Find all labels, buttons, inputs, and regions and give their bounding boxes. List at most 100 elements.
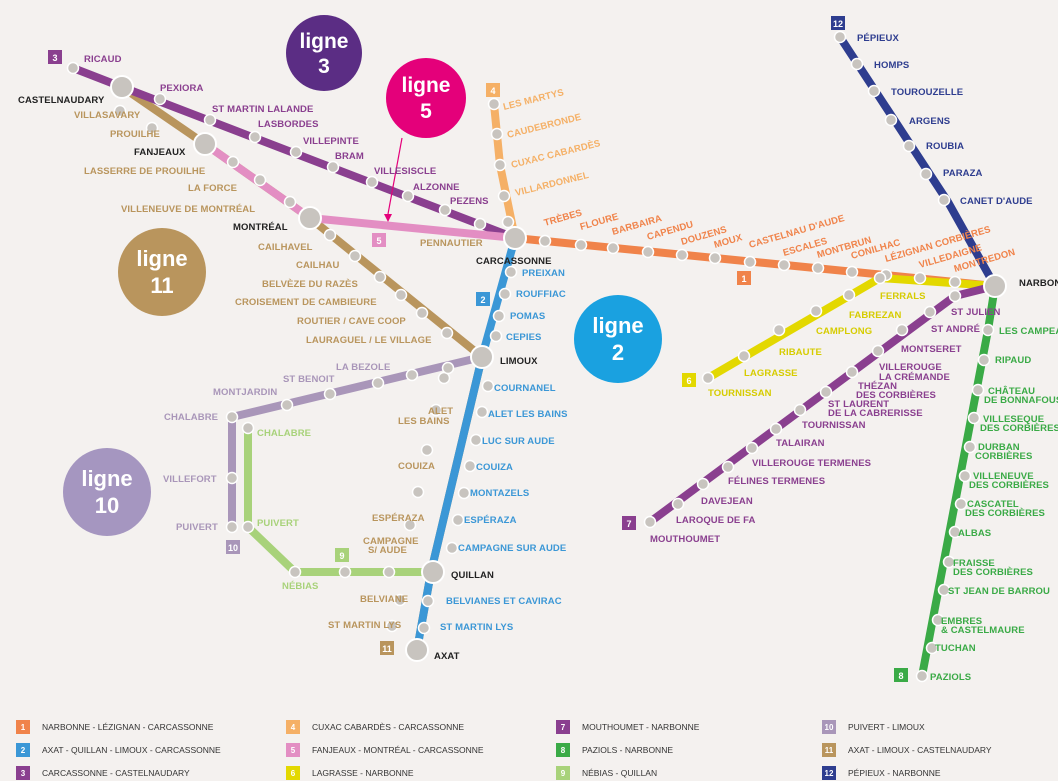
station-marker[interactable] <box>643 515 657 529</box>
station-marker[interactable] <box>401 189 415 203</box>
station-marker[interactable] <box>769 422 783 436</box>
station-marker[interactable] <box>895 323 909 337</box>
station-marker[interactable] <box>937 193 951 207</box>
station-marker[interactable] <box>373 270 387 284</box>
station-marker[interactable] <box>948 275 962 289</box>
station-marker[interactable] <box>641 245 655 259</box>
station-marker[interactable] <box>253 173 267 187</box>
station-marker[interactable] <box>671 497 685 511</box>
station-marker[interactable] <box>323 228 337 242</box>
station-marker[interactable] <box>385 619 399 633</box>
station-marker[interactable] <box>745 441 759 455</box>
station-marker[interactable] <box>777 258 791 272</box>
hub-limoux[interactable] <box>470 345 494 369</box>
line-9-path[interactable] <box>244 424 435 576</box>
station-marker[interactable] <box>283 195 297 209</box>
hub-carcassonne[interactable] <box>503 226 527 250</box>
station-marker[interactable] <box>845 365 859 379</box>
station-marker[interactable] <box>867 84 881 98</box>
station-marker[interactable] <box>606 241 620 255</box>
station-marker[interactable] <box>819 385 833 399</box>
station-marker[interactable] <box>280 398 294 412</box>
station-marker[interactable] <box>226 155 240 169</box>
station-marker[interactable] <box>743 255 757 269</box>
station-marker[interactable] <box>394 288 408 302</box>
station-marker[interactable] <box>833 30 847 44</box>
station-marker[interactable] <box>225 520 239 534</box>
station-marker[interactable] <box>708 251 722 265</box>
hub-narbonne[interactable] <box>983 274 1007 298</box>
station-marker[interactable] <box>958 469 972 483</box>
station-marker[interactable] <box>884 113 898 127</box>
station-marker[interactable] <box>981 323 995 337</box>
station-marker[interactable] <box>937 583 951 597</box>
station-marker[interactable] <box>954 497 968 511</box>
station-marker[interactable] <box>490 127 504 141</box>
station-marker[interactable] <box>203 113 217 127</box>
station-marker[interactable] <box>923 305 937 319</box>
station-marker[interactable] <box>382 565 396 579</box>
station-marker[interactable] <box>241 520 255 534</box>
station-marker[interactable] <box>913 271 927 285</box>
station-marker[interactable] <box>902 139 916 153</box>
station-marker[interactable] <box>225 471 239 485</box>
hub-castelnaudary[interactable] <box>110 75 134 99</box>
station-marker[interactable] <box>873 271 887 285</box>
station-marker[interactable] <box>497 189 511 203</box>
station-marker[interactable] <box>248 130 262 144</box>
station-marker[interactable] <box>701 371 715 385</box>
station-marker[interactable] <box>365 175 379 189</box>
hub-montreal[interactable] <box>298 206 322 230</box>
station-marker[interactable] <box>441 361 455 375</box>
station-marker[interactable] <box>977 353 991 367</box>
station-marker[interactable] <box>481 379 495 393</box>
station-marker[interactable] <box>429 403 443 417</box>
station-marker[interactable] <box>574 238 588 252</box>
station-marker[interactable] <box>411 485 425 499</box>
station-marker[interactable] <box>501 215 515 229</box>
station-marker[interactable] <box>871 344 885 358</box>
station-marker[interactable] <box>489 329 503 343</box>
station-marker[interactable] <box>772 323 786 337</box>
station-marker[interactable] <box>225 410 239 424</box>
line-2-path[interactable] <box>413 234 519 654</box>
station-marker[interactable] <box>438 203 452 217</box>
station-marker[interactable] <box>417 621 431 635</box>
station-marker[interactable] <box>737 349 751 363</box>
station-marker[interactable] <box>675 248 689 262</box>
station-marker[interactable] <box>696 477 710 491</box>
station-marker[interactable] <box>811 261 825 275</box>
station-marker[interactable] <box>405 368 419 382</box>
station-marker[interactable] <box>473 217 487 231</box>
station-marker[interactable] <box>963 440 977 454</box>
station-marker[interactable] <box>538 234 552 248</box>
station-marker[interactable] <box>971 383 985 397</box>
station-marker[interactable] <box>66 61 80 75</box>
station-marker[interactable] <box>850 57 864 71</box>
hub-quillan[interactable] <box>421 560 445 584</box>
station-marker[interactable] <box>338 565 352 579</box>
station-marker[interactable] <box>145 121 159 135</box>
station-marker[interactable] <box>463 459 477 473</box>
station-marker[interactable] <box>420 443 434 457</box>
station-marker[interactable] <box>942 555 956 569</box>
station-marker[interactable] <box>288 565 302 579</box>
station-marker[interactable] <box>457 486 471 500</box>
station-marker[interactable] <box>809 304 823 318</box>
station-marker[interactable] <box>967 411 981 425</box>
station-marker[interactable] <box>948 525 962 539</box>
station-marker[interactable] <box>793 403 807 417</box>
station-marker[interactable] <box>948 289 962 303</box>
station-marker[interactable] <box>440 326 454 340</box>
station-marker[interactable] <box>415 306 429 320</box>
hub-fanjeaux[interactable] <box>193 132 217 156</box>
station-marker[interactable] <box>492 309 506 323</box>
station-marker[interactable] <box>445 541 459 555</box>
station-marker[interactable] <box>393 593 407 607</box>
station-marker[interactable] <box>919 167 933 181</box>
station-marker[interactable] <box>915 669 929 683</box>
station-marker[interactable] <box>493 158 507 172</box>
station-marker[interactable] <box>371 376 385 390</box>
station-marker[interactable] <box>498 287 512 301</box>
station-marker[interactable] <box>487 97 501 111</box>
